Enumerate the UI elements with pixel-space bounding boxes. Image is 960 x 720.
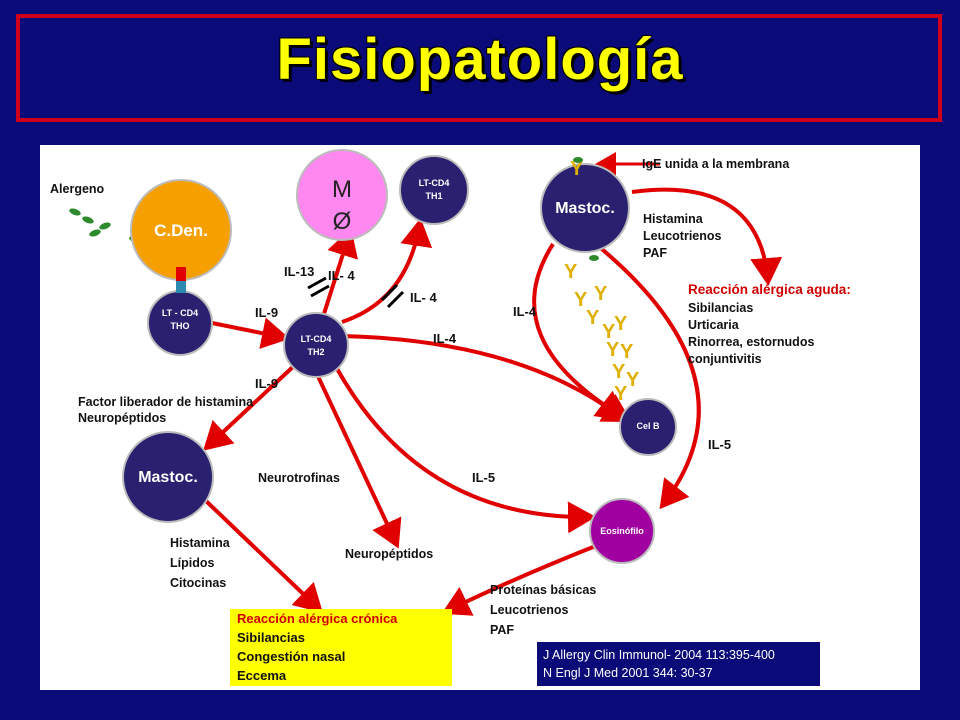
svg-text:Y: Y xyxy=(626,369,640,391)
mastoc-top-cell xyxy=(540,163,630,253)
chronic-item-eccema: Eccema xyxy=(237,668,287,683)
mediator-lipidos-bottom: Lípidos xyxy=(170,556,215,570)
cel-b-cell xyxy=(619,398,677,456)
svg-text:Y: Y xyxy=(620,341,634,363)
title-frame xyxy=(16,14,942,122)
page-title: Fisiopatología xyxy=(276,27,684,92)
acute-item-urticaria: Urticaria xyxy=(688,318,739,332)
mediator-citocinas-bottom: Citocinas xyxy=(170,576,227,590)
neuropeptidos-side-label: Neuropéptidos xyxy=(78,411,167,425)
chronic-reaction-title: Reacción alérgica crónica xyxy=(237,611,398,626)
arrow-th2-celb xyxy=(341,334,626,421)
svg-text:Y: Y xyxy=(602,321,616,343)
chronic-reaction-box: Reacción alérgica crónica Sibilancias Co… xyxy=(230,609,452,686)
arrow-mastoc-top-acute xyxy=(631,187,783,286)
svg-text:Y: Y xyxy=(564,261,578,283)
il5-label-b: IL-5 xyxy=(472,470,496,485)
acute-reaction-title: Reacción alérgica aguda: xyxy=(688,282,851,297)
mastoc-top-label: Mastoc. xyxy=(555,200,615,217)
mo-label-o: Ø xyxy=(332,208,352,235)
arrow-eosinofilo-chronic xyxy=(441,543,599,616)
acute-item-rinorrea: Rinorrea, estornudos xyxy=(688,335,815,349)
svg-text:Y: Y xyxy=(612,361,626,383)
arrow-mastoc-top-eosinofilo xyxy=(595,243,701,510)
il4-label-b: IL- 4 xyxy=(410,290,437,305)
lt-cd4-tho-label-2: THO xyxy=(170,321,190,331)
il9-label-a: IL-9 xyxy=(255,305,279,320)
ige-label: IgE unida a la membrana xyxy=(642,157,790,171)
reference-1: J Allergy Clin Immunol- 2004 113:395-400 xyxy=(543,648,775,662)
antibody-allergens xyxy=(573,157,599,261)
acute-item-sibilancias: Sibilancias xyxy=(688,301,754,315)
il4-label-c: IL-4 xyxy=(433,331,457,346)
alergeno-label: Alergeno xyxy=(50,182,105,196)
chronic-item-congestion: Congestión nasal xyxy=(237,649,346,664)
lt-cd4-th1-label-2: TH1 xyxy=(425,191,443,201)
arrow-mastoc-bottom-chronic xyxy=(203,498,323,613)
arrow-th2-mo xyxy=(320,228,358,321)
neurotrofinas-label: Neurotrofinas xyxy=(258,471,340,485)
inhibition-bars xyxy=(307,276,405,309)
mediator-leucotrienos-top: Leucotrienos xyxy=(643,229,722,243)
chronic-item-sibilancias: Sibilancias xyxy=(237,630,305,645)
svg-text:Y: Y xyxy=(574,289,588,311)
eosinofilo-cell xyxy=(589,498,655,564)
proteinas-basicas-label: Proteínas básicas xyxy=(490,583,597,597)
lt-cd4-th2-label-1: LT-CD4 xyxy=(300,334,332,344)
receptor-connector-bottom xyxy=(176,281,186,293)
il5-label-a: IL-5 xyxy=(708,437,732,452)
il4-label-d: IL-4 xyxy=(513,304,537,319)
lt-cd4-th1-cell xyxy=(399,155,469,225)
lt-cd4-th1-label-1: LT-CD4 xyxy=(418,178,450,188)
il13-label: IL-13 xyxy=(284,264,315,279)
arrow-tho-th2 xyxy=(211,317,290,349)
svg-text:Y: Y xyxy=(594,283,608,305)
mediator-paf-top: PAF xyxy=(643,246,668,260)
mastoc-bottom-cell xyxy=(122,431,214,523)
antibodies: Y Y Y Y Y Y Y Y Y Y Y Y xyxy=(564,158,640,405)
arrow-th2-mastoc xyxy=(203,362,298,451)
acute-item-conjuntivitis: conjuntivitis xyxy=(688,352,762,366)
svg-text:Y: Y xyxy=(586,307,600,329)
mediator-histamina-top: Histamina xyxy=(643,212,703,226)
mo-label-m: M xyxy=(332,176,352,203)
allergen-particles xyxy=(69,208,141,243)
il9-label-b: IL-9 xyxy=(255,376,279,391)
factor-liberador-label: Factor liberador de histamina xyxy=(78,395,254,409)
arrow-th2-eosinofilo xyxy=(333,364,596,534)
paf-bottom-label: PAF xyxy=(490,623,515,637)
lt-cd4-th2-label-2: TH2 xyxy=(307,347,325,357)
svg-text:Y: Y xyxy=(606,339,620,361)
references-box: J Allergy Clin Immunol- 2004 113:395-400… xyxy=(537,642,820,686)
il4-label-a: IL- 4 xyxy=(328,268,355,283)
leucotrienos-bottom-label: Leucotrienos xyxy=(490,603,569,617)
mastoc-bottom-label: Mastoc. xyxy=(138,469,198,486)
mo-cell xyxy=(296,149,388,241)
eosinofilo-label: Eosinófilo xyxy=(600,526,644,536)
cden-label: C.Den. xyxy=(154,221,208,240)
svg-text:Y: Y xyxy=(570,158,584,180)
cel-b-label: Cel B xyxy=(636,421,660,431)
svg-text:Y: Y xyxy=(614,313,628,335)
svg-text:Y: Y xyxy=(614,383,628,405)
arrow-mastoc-top-celb xyxy=(532,242,632,423)
receptor-connector xyxy=(176,267,186,281)
arrow-th2-neuropeptidos xyxy=(314,371,402,549)
reference-2: N Engl J Med 2001 344: 30-37 xyxy=(543,666,713,680)
neuropeptidos-label: Neuropéptidos xyxy=(345,547,434,561)
lt-cd4-th2-cell xyxy=(283,312,349,378)
mediator-histamina-bottom: Histamina xyxy=(170,536,230,550)
lt-cd4-tho-label-1: LT - CD4 xyxy=(161,308,199,318)
